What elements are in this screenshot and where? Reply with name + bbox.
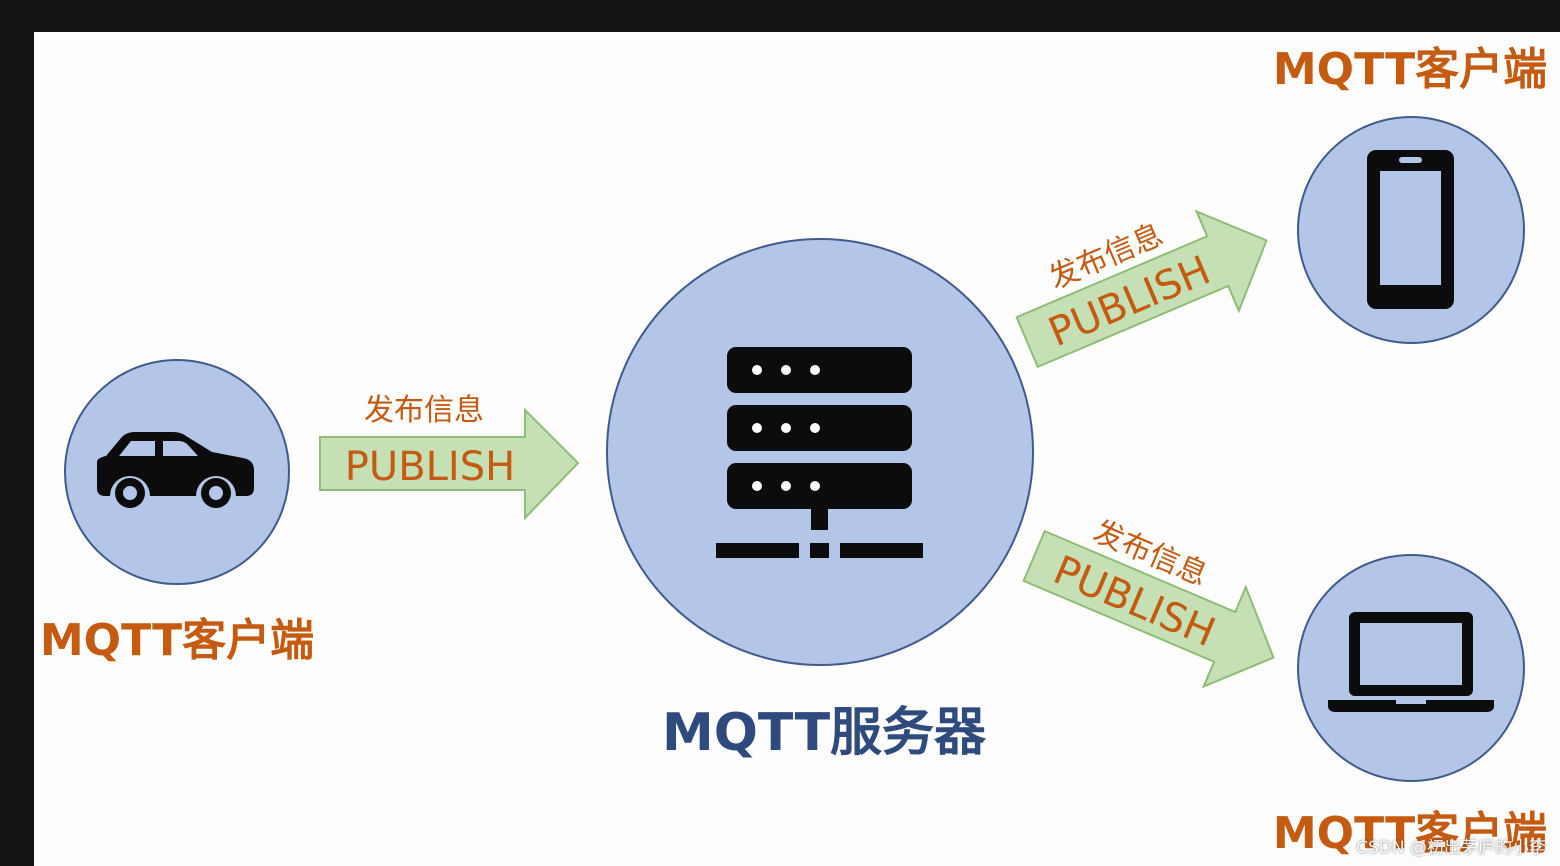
subscriber-phone-label: MQTT客户端: [1273, 44, 1547, 95]
subscriber-laptop-label: MQTT客户端: [1273, 808, 1547, 859]
server-icon: [716, 347, 923, 558]
arrow-to-laptop: 发布信息 PUBLISH: [1022, 514, 1275, 689]
arrow-to-server-title: 发布信息: [364, 393, 484, 428]
car-icon: [97, 432, 254, 508]
laptop-icon: [1328, 612, 1494, 712]
watermark: CSDN @初出茅庐的小李: [1356, 838, 1546, 858]
subscriber-laptop-node: [1297, 554, 1525, 782]
arrow-to-server-label: PUBLISH: [345, 444, 515, 490]
subscriber-phone-node: [1297, 116, 1525, 344]
server-node: [606, 238, 1034, 666]
server-label: MQTT服务器: [662, 703, 987, 763]
publisher-label: MQTT客户端: [40, 615, 314, 666]
smartphone-icon: [1367, 150, 1454, 309]
arrow-to-phone: 发布信息 PUBLISH: [1015, 209, 1268, 369]
publisher-node: [64, 359, 290, 585]
arrow-to-server: 发布信息 PUBLISH: [319, 393, 580, 521]
